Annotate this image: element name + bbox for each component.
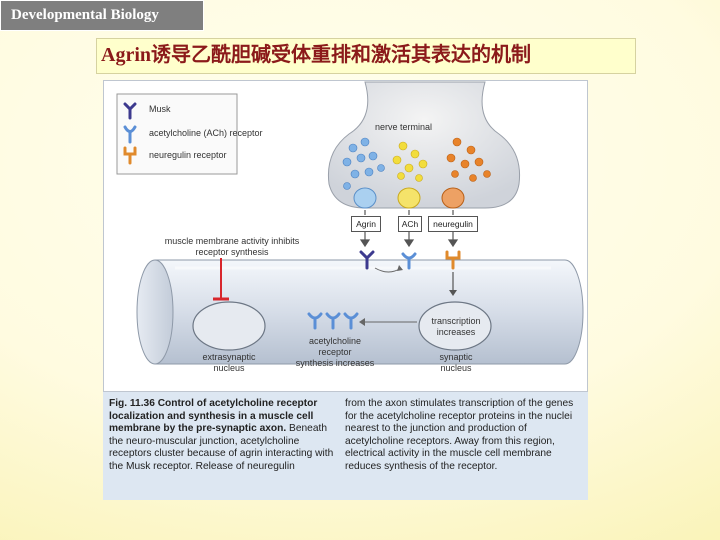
caption-left-text: Beneath the neuro-muscular junction, ace…: [109, 423, 334, 472]
ach-vesicles: [392, 141, 428, 182]
caption-title: Fig. 11.36 Control of acetylcholine rece…: [109, 398, 318, 434]
course-tag: Developmental Biology: [0, 0, 204, 31]
agrin-release-site: [353, 187, 377, 209]
caption-left-column: Fig. 11.36 Control of acetylcholine rece…: [109, 398, 341, 473]
caption-right-column: from the axon stimulates transcription o…: [345, 398, 574, 472]
extrasynaptic-nucleus: [192, 301, 266, 351]
transcription-label: transcription increases: [431, 316, 481, 337]
neuregulin-vesicles: [446, 137, 491, 182]
neuregulin-receptor-legend-icon: [123, 146, 137, 165]
new-ach-receptors: [307, 312, 359, 330]
synaptic-nucleus-label: synaptic nucleus: [439, 352, 473, 373]
synaptic-nucleus: [418, 301, 492, 351]
legend-ach-receptor-label: acetylcholine (ACh) receptor: [149, 128, 263, 138]
agrin-vesicles: [342, 137, 385, 190]
legend-neuregulin-receptor-label: neuregulin receptor: [149, 150, 227, 160]
slide-title: Agrin诱导乙酰胆碱受体重排和激活其表达的机制: [96, 38, 636, 74]
ach-receptor-synapse: [401, 252, 417, 270]
release-arrows: [364, 210, 454, 215]
extrasynaptic-nucleus-label: extrasynaptic nucleus: [202, 352, 256, 373]
ach-receptor-legend-icon: [123, 125, 137, 144]
nerve-terminal-label: nerve terminal: [375, 122, 433, 132]
legend-box: [116, 93, 238, 175]
legend-musk-label: Musk: [149, 104, 171, 114]
signal-arrows: [359, 232, 459, 248]
musk-legend-icon: [123, 102, 137, 120]
ach-box: ACh: [398, 216, 422, 232]
agrin-box: Agrin: [351, 216, 381, 232]
neuregulin-box: neuregulin: [428, 216, 478, 232]
ach-release-site: [397, 187, 421, 209]
musk-receptor-synapse: [359, 250, 375, 270]
figure-diagram: [103, 80, 588, 392]
nerve-terminal: [327, 81, 521, 209]
receptor-synthesis-label: acetylcholine receptor synthesis increas…: [295, 336, 375, 368]
neuregulin-release-site: [441, 187, 465, 209]
figure-caption: Fig. 11.36 Control of acetylcholine rece…: [103, 392, 588, 500]
neuregulin-receptor-synapse: [445, 250, 461, 270]
figure-panel: Musk acetylcholine (ACh) receptor neureg…: [103, 80, 588, 500]
inhibition-label: muscle membrane activity inhibits recept…: [164, 236, 300, 257]
